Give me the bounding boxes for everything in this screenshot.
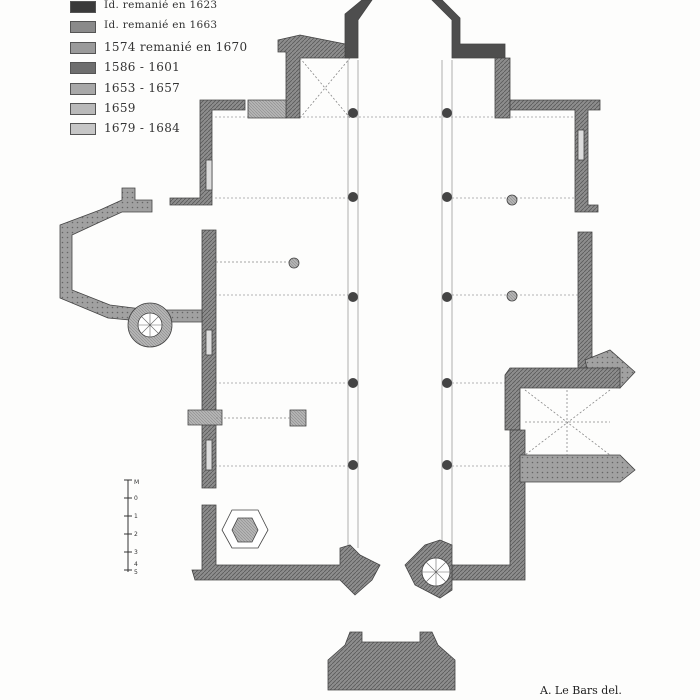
scale-tick-1: 1 xyxy=(134,513,138,520)
left-nave-wall xyxy=(169,99,246,489)
right-front-chapel xyxy=(431,0,601,213)
legend-swatch xyxy=(70,1,96,13)
legend-item: 1659 xyxy=(66,101,266,116)
draftsman-credit: A. Le Bars del. xyxy=(540,684,622,697)
legend-item: 1653 - 1657 xyxy=(66,81,266,96)
scale-tick-4: 4 xyxy=(134,561,138,568)
left-front-chapel xyxy=(247,0,373,119)
legend-item: 1586 - 1601 xyxy=(66,60,266,75)
legend-swatch xyxy=(70,62,96,74)
scale-tick-5: 5 xyxy=(134,569,138,576)
facade-left xyxy=(191,504,381,596)
porch-foundation xyxy=(327,631,456,691)
scale-bar xyxy=(124,479,132,572)
legend-label: 1679 - 1684 xyxy=(104,121,181,135)
nave-piers xyxy=(348,108,452,470)
scale-tick-3: 3 xyxy=(134,549,138,556)
scale-tick-0: 0 xyxy=(134,495,138,502)
legend-swatch xyxy=(70,42,96,54)
scale-tick-2: 2 xyxy=(134,531,138,538)
scale-labels: M 0 1 2 3 4 5 xyxy=(134,479,139,576)
legend-item: 1574 remanié en 1670 xyxy=(66,40,266,55)
legend-label: 1586 - 1601 xyxy=(104,60,181,74)
legend-item: Id. remanié en 1663 xyxy=(66,19,266,34)
scale-unit: M xyxy=(134,479,139,486)
legend-label: 1653 - 1657 xyxy=(104,81,181,95)
right-transept xyxy=(451,367,636,581)
legend-swatch xyxy=(70,103,96,115)
legend-item: Id. remanié en 1623 xyxy=(66,0,266,14)
right-nave-wall xyxy=(577,231,636,389)
legend-item: 1679 - 1684 xyxy=(66,121,266,136)
legend-swatch xyxy=(70,21,96,33)
facade-right xyxy=(404,539,453,599)
legend-label: 1659 xyxy=(104,101,136,115)
legend-swatch xyxy=(70,83,96,95)
left-side-chapel xyxy=(59,187,203,348)
legend-label: Id. remanié en 1663 xyxy=(104,19,218,31)
legend-label: Id. remanié en 1623 xyxy=(104,0,218,11)
legend-swatch xyxy=(70,123,96,135)
legend-label: 1574 remanié en 1670 xyxy=(104,40,248,54)
aisle-piers xyxy=(216,194,518,427)
